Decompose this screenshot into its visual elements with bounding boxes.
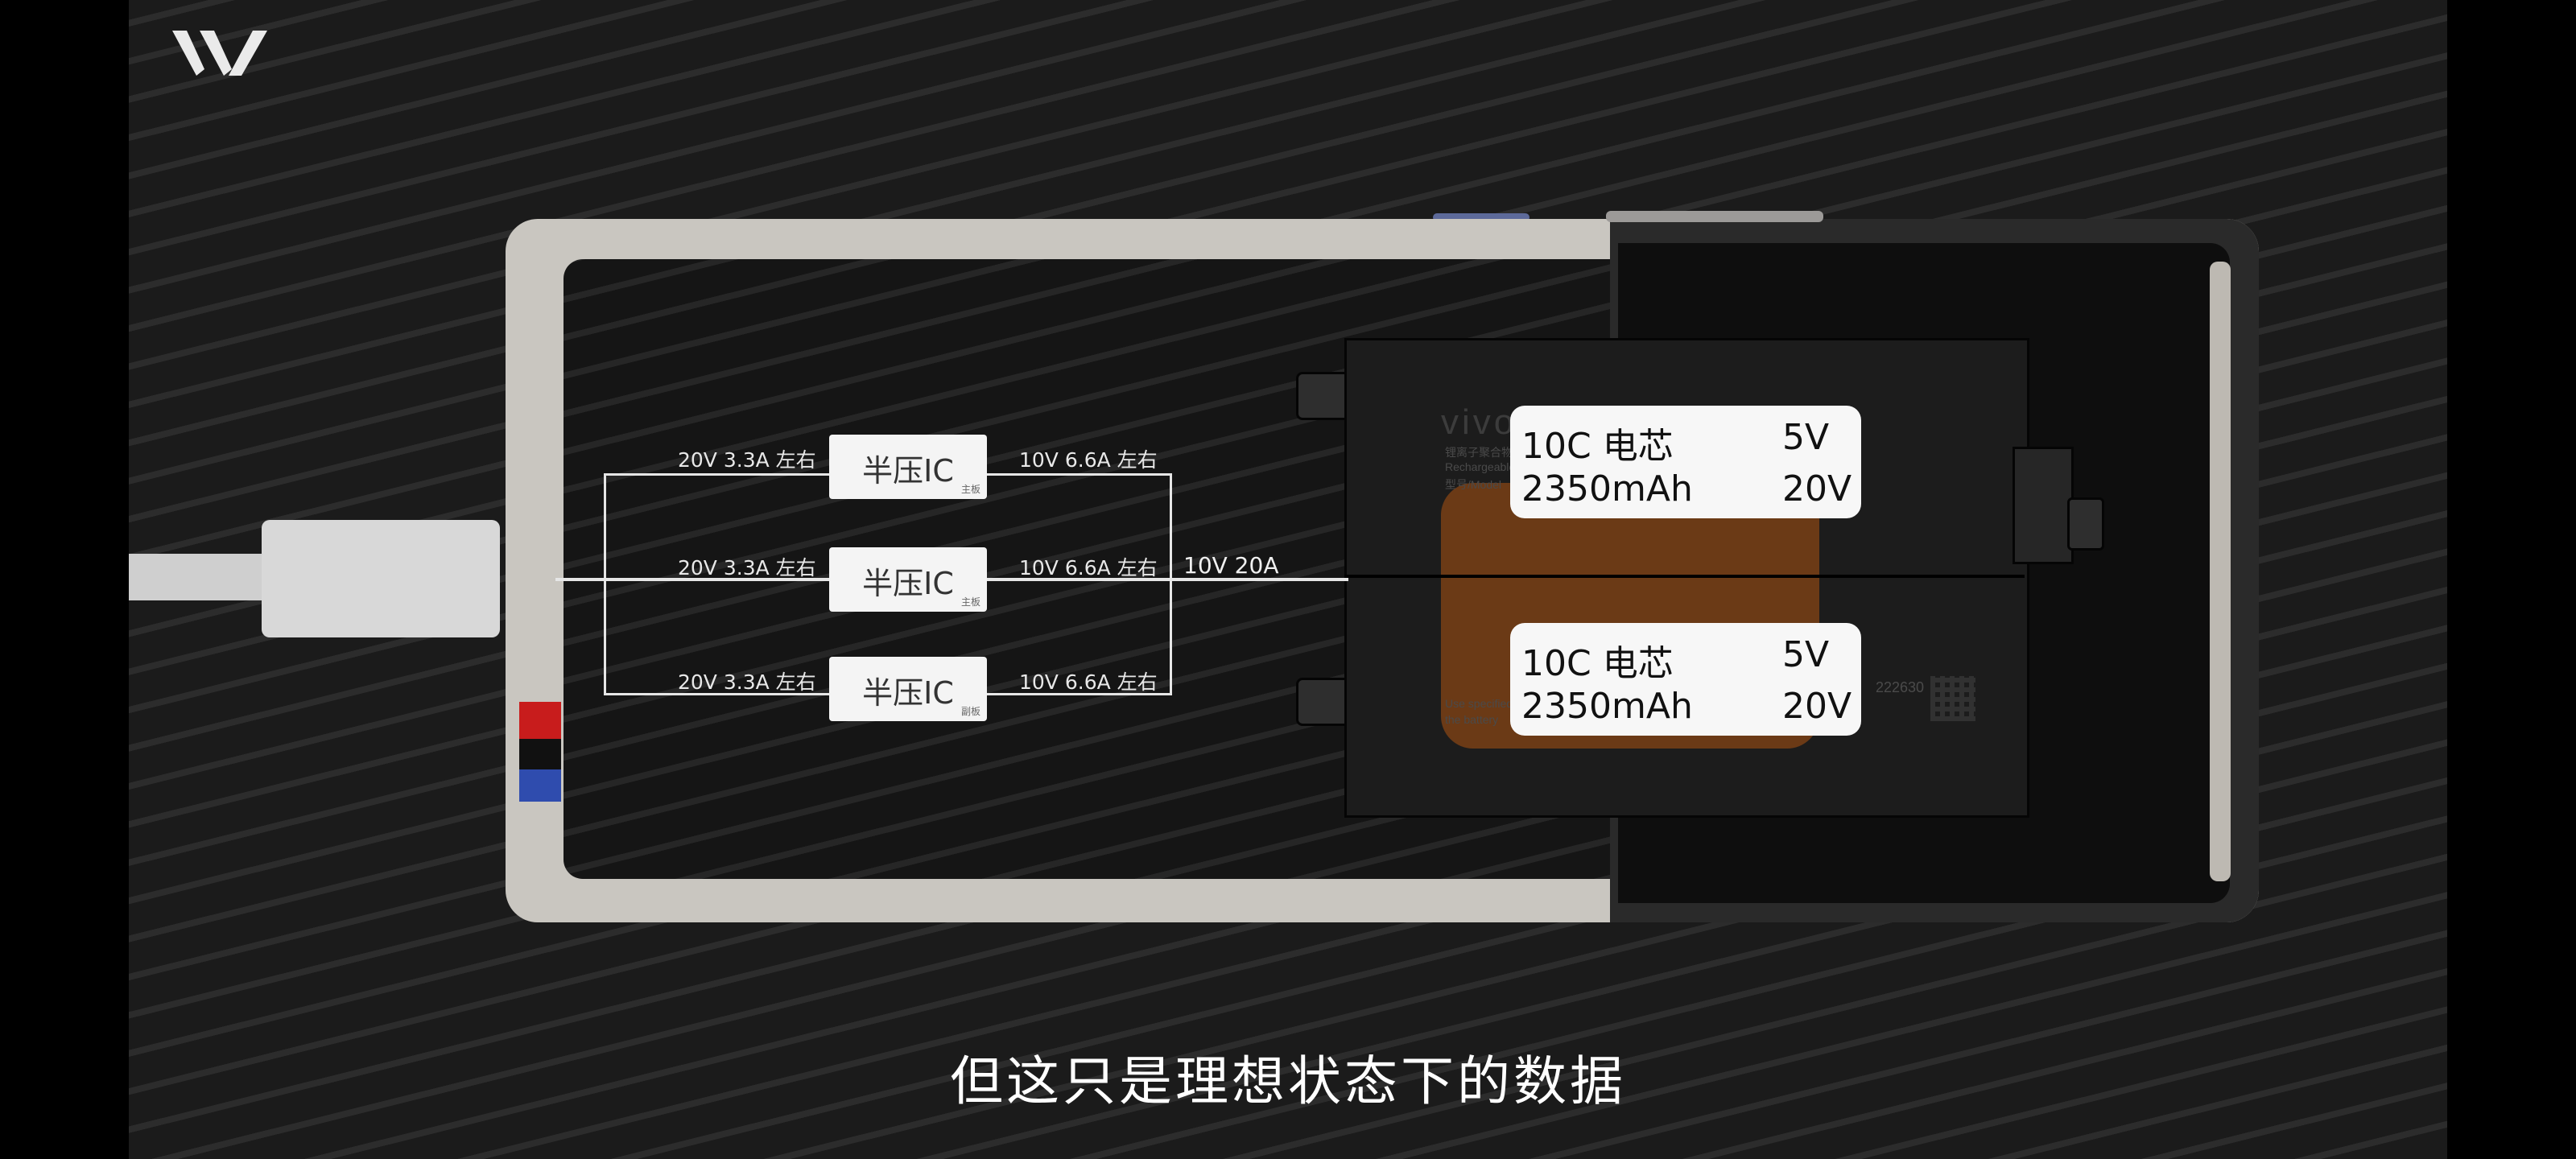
battery-tab-bottom [1296,678,1351,726]
battery-cell-divider [1344,575,2025,578]
chip-1-input-spec: 20V 3.3A 左右 [678,448,816,472]
cell-top-capacity: 2350mAh [1521,468,1693,509]
chip-3-input-spec: 20V 3.3A 左右 [678,670,816,694]
combined-output-label: 10V 20A [1183,552,1279,579]
flex-connector [2013,447,2074,564]
cell-card-top: 10C 电芯 5V 2350mAh 20V [1510,406,1861,518]
chip-1-sub: 主板 [960,484,980,495]
battery-fine-text-5: the battery [1445,713,1499,726]
cell-top-max-voltage: 20V [1782,468,1852,509]
phone-side-rail [2210,262,2231,881]
phone-top-button [1606,211,1823,222]
battery-qr-code [1930,676,1975,721]
chip-3-sub: 副板 [960,706,980,717]
battery-fine-text-3: 型号/Model [1445,478,1502,491]
black-marker [519,739,561,769]
chip-1-output-spec: 10V 6.6A 左右 [1019,448,1158,472]
chip-3-label: 半压IC [862,675,954,711]
battery-code: 222630 [1876,679,1925,695]
cell-top-rate: 10C 电芯 [1521,426,1674,467]
battery-tab-top [1296,372,1351,420]
chip-3-output-spec: 10V 6.6A 左右 [1019,670,1158,694]
chip-2-label: 半压IC [862,566,954,601]
cell-bottom-capacity: 2350mAh [1521,686,1693,727]
video-subtitle: 但这只是理想状态下的数据 [950,1050,1626,1112]
cell-bottom-voltage: 5V [1782,634,1830,675]
usb-cable-wire [129,554,270,600]
red-marker [519,702,561,739]
half-voltage-ic-1: 半压IC 主板 [829,435,987,499]
cell-card-bottom: 10C 电芯 5V 2350mAh 20V [1510,623,1861,736]
cell-bottom-max-voltage: 20V [1782,686,1852,727]
battery-fine-text-2: Rechargeable [1445,460,1516,473]
blue-marker [519,769,561,802]
flex-connector-plug [2067,497,2104,551]
chip-1-label: 半压IC [862,453,954,489]
cell-top-voltage: 5V [1782,417,1830,458]
chip-2-output-spec: 10V 6.6A 左右 [1019,556,1158,580]
cell-bottom-rate: 10C 电芯 [1521,643,1674,684]
channel-logo [172,31,267,76]
phone-side-button-blue [1433,213,1530,221]
usb-cable-connector [262,520,500,637]
chip-2-sub: 主板 [960,596,980,608]
half-voltage-ic-3: 半压IC 副板 [829,657,987,721]
battery-brand: vivo [1441,402,1517,442]
chip-2-input-spec: 20V 3.3A 左右 [678,556,816,580]
half-voltage-ic-2: 半压IC 主板 [829,547,987,612]
battery-fine-text-4: Use specified [1445,697,1513,710]
